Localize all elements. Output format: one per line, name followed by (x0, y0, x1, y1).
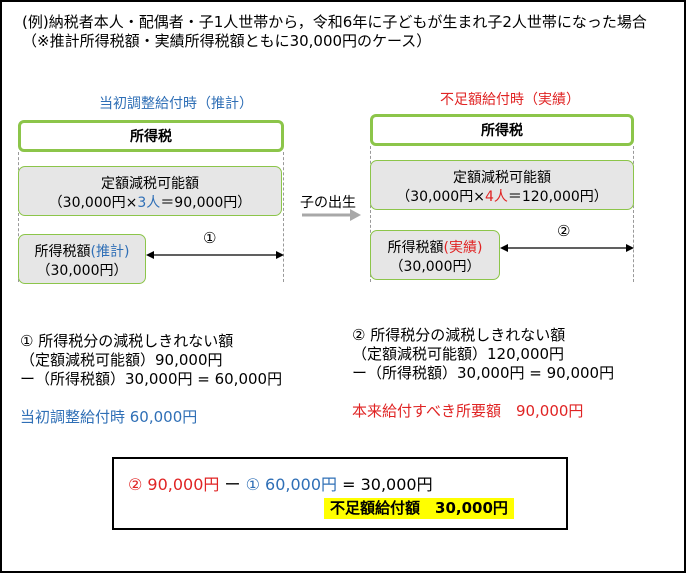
left-double-arrow-icon (146, 251, 284, 259)
left-deduction-people: 3人 (137, 195, 161, 211)
right-heading: 不足額給付時（実績） (440, 92, 580, 108)
result-box: ② 90,000円 ー ① 60,000円 = 30,000円 不足額給付額 3… (112, 457, 568, 530)
result-part-2: ① 60,000円 (245, 475, 338, 494)
right-deduction-formula: （30,000円×4人＝120,000円） (371, 188, 633, 207)
intro-line-2: （※推計所得税額・実績所得税額ともに30,000円のケース） (22, 32, 432, 50)
left-deduction-suffix: ＝90,000円） (160, 195, 252, 211)
right-calc-line-2: （定額減税可能額）120,000円 (352, 345, 565, 363)
right-deduction-box: 定額減税可能額 （30,000円×4人＝120,000円） (370, 160, 634, 210)
left-tax-box: 所得税 (18, 120, 284, 152)
right-deduction-prefix: （30,000円× (396, 189, 485, 205)
right-calc-summary: 本来給付すべき所要額 90,000円 (352, 402, 584, 420)
right-guide-start (370, 146, 371, 282)
left-income-tax-value: （30,000円） (36, 263, 128, 279)
left-guide-end (283, 152, 284, 282)
left-deduction-box: 定額減税可能額 （30,000円×3人＝90,000円） (18, 166, 282, 216)
right-deduction-people: 4人 (484, 189, 508, 205)
right-income-tax-label-row: 所得税額(実績) (371, 239, 499, 258)
left-income-tax-label-row: 所得税額(推計) (19, 243, 145, 262)
result-highlight: 不足額給付額 30,000円 (324, 498, 514, 519)
left-heading: 当初調整給付時（推計） (99, 96, 253, 112)
left-income-tax-tag: (推計) (90, 244, 130, 260)
intro-line-1: (例)納税者本人・配偶者・子1人世帯から，令和6年に子どもが生まれ子2人世帯にな… (22, 13, 647, 31)
right-calc-line-1: ② 所得税分の減税しきれない額 (352, 326, 566, 344)
right-deduction-suffix: ＝120,000円） (507, 189, 608, 205)
right-tax-box-label: 所得税 (481, 123, 523, 139)
right-income-tax-label: 所得税額 (387, 240, 444, 256)
result-formula: ② 90,000円 ー ① 60,000円 = 30,000円 (128, 471, 433, 495)
right-income-tax-value: （30,000円） (389, 259, 481, 275)
left-marker: ① (203, 229, 217, 247)
result-equals: = 30,000円 (337, 475, 433, 494)
arrow-label: 子の出生 (300, 195, 356, 211)
left-income-tax-box: 所得税額(推計) （30,000円） (18, 234, 146, 284)
left-calc-line-3: ー（所得税額）30,000円 = 60,000円 (20, 370, 283, 388)
result-highlight-row: 不足額給付額 30,000円 (324, 497, 514, 519)
left-tax-box-label: 所得税 (130, 129, 172, 145)
left-deduction-title: 定額減税可能額 (101, 176, 199, 192)
right-tax-box: 所得税 (370, 114, 634, 146)
result-minus: ー (219, 475, 246, 494)
left-income-tax-label: 所得税額 (34, 244, 91, 260)
left-deduction-formula: （30,000円×3人＝90,000円） (19, 194, 281, 213)
right-deduction-title: 定額減税可能額 (453, 170, 551, 186)
left-guide-start (18, 152, 19, 282)
left-calc-summary: 当初調整給付時 60,000円 (20, 408, 198, 426)
result-part-1: ② 90,000円 (128, 475, 220, 494)
arrow-right-icon (302, 209, 361, 221)
left-calc-line-1: ① 所得税分の減税しきれない額 (20, 332, 234, 350)
left-calc-line-2: （定額減税可能額）90,000円 (20, 351, 223, 369)
left-deduction-prefix: （30,000円× (48, 195, 138, 211)
right-income-tax-tag: (実績) (443, 240, 483, 256)
right-income-tax-box: 所得税額(実績) （30,000円） (370, 230, 500, 280)
right-double-arrow-icon (500, 244, 634, 252)
right-marker: ② (557, 222, 571, 240)
right-calc-line-3: ー（所得税額）30,000円 = 90,000円 (352, 364, 615, 382)
right-guide-end (633, 146, 634, 282)
